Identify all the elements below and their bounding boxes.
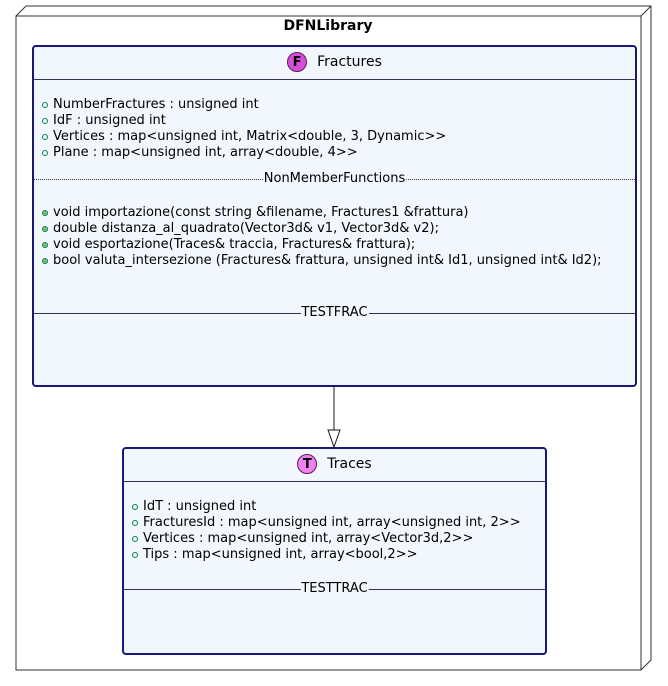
function-row: void esportazione(Traces& traccia, Fract… xyxy=(40,237,635,253)
attribute-list: NumberFractures : unsigned int IdF : uns… xyxy=(34,80,635,161)
class-name: Traces xyxy=(327,456,372,472)
public-visibility-icon xyxy=(41,134,48,140)
attribute-list: IdT : unsigned int FracturesId : map<uns… xyxy=(124,482,545,563)
public-method-icon xyxy=(41,242,48,248)
attribute-row: Vertices : map<unsigned int, Matrix<doub… xyxy=(40,129,635,145)
class-header: F Fractures xyxy=(34,47,635,79)
section-label: TESTTRAC xyxy=(300,581,369,597)
package-title: DFNLibrary xyxy=(283,18,373,34)
attribute-text: Vertices : map<unsigned int, array<Vecto… xyxy=(143,531,474,546)
attribute-row: IdT : unsigned int xyxy=(130,499,545,515)
public-method-icon xyxy=(41,258,48,264)
section-label: TESTFRAC xyxy=(300,305,369,321)
attribute-text: FracturesId : map<unsigned int, array<un… xyxy=(143,515,521,530)
class-traces[interactable]: T Traces IdT : unsigned int FracturesId … xyxy=(122,447,547,655)
public-visibility-icon xyxy=(131,504,138,510)
public-visibility-icon xyxy=(41,118,48,124)
attribute-row: IdF : unsigned int xyxy=(40,113,635,129)
public-visibility-icon xyxy=(41,102,48,108)
attribute-row: Plane : map<unsigned int, array<double, … xyxy=(40,145,635,161)
attribute-text: IdF : unsigned int xyxy=(53,113,166,128)
class-stereotype-t-icon: T xyxy=(297,454,318,474)
function-text: void importazione(const string &filename… xyxy=(53,205,469,220)
public-method-icon xyxy=(41,226,48,232)
function-text: bool valuta_intersezione (Fractures& fra… xyxy=(53,253,602,268)
separator xyxy=(124,481,545,482)
section-divider-nonmember: NonMemberFunctions xyxy=(34,171,635,187)
class-fractures[interactable]: F Fractures NumberFractures : unsigned i… xyxy=(32,45,637,387)
attribute-text: NumberFractures : unsigned int xyxy=(53,97,259,112)
attribute-row: NumberFractures : unsigned int xyxy=(40,97,635,113)
attribute-row: Tips : map<unsigned int, array<bool,2>> xyxy=(130,547,545,563)
public-visibility-icon xyxy=(41,150,48,156)
section-divider-test: TESTTRAC xyxy=(124,581,545,597)
function-row: double distanza_al_quadrato(Vector3d& v1… xyxy=(40,221,635,237)
public-visibility-icon xyxy=(131,552,138,558)
section-divider-test: TESTFRAC xyxy=(34,305,635,321)
section-label: NonMemberFunctions xyxy=(262,171,407,187)
public-method-icon xyxy=(41,210,48,216)
attribute-text: IdT : unsigned int xyxy=(143,499,257,514)
attribute-row: Vertices : map<unsigned int, array<Vecto… xyxy=(130,531,545,547)
function-text: double distanza_al_quadrato(Vector3d& v1… xyxy=(53,221,439,236)
class-header: T Traces xyxy=(124,449,545,481)
attribute-text: Plane : map<unsigned int, array<double, … xyxy=(53,145,358,160)
class-name: Fractures xyxy=(317,54,382,70)
function-row: bool valuta_intersezione (Fractures& fra… xyxy=(40,253,635,269)
function-text: void esportazione(Traces& traccia, Fract… xyxy=(53,237,416,252)
public-visibility-icon xyxy=(131,520,138,526)
function-list: void importazione(const string &filename… xyxy=(34,187,635,269)
public-visibility-icon xyxy=(131,536,138,542)
class-stereotype-f-icon: F xyxy=(287,52,308,72)
attribute-text: Vertices : map<unsigned int, Matrix<doub… xyxy=(53,129,447,144)
function-row: void importazione(const string &filename… xyxy=(40,205,635,221)
separator xyxy=(34,79,635,80)
attribute-row: FracturesId : map<unsigned int, array<un… xyxy=(130,515,545,531)
attribute-text: Tips : map<unsigned int, array<bool,2>> xyxy=(143,547,418,562)
